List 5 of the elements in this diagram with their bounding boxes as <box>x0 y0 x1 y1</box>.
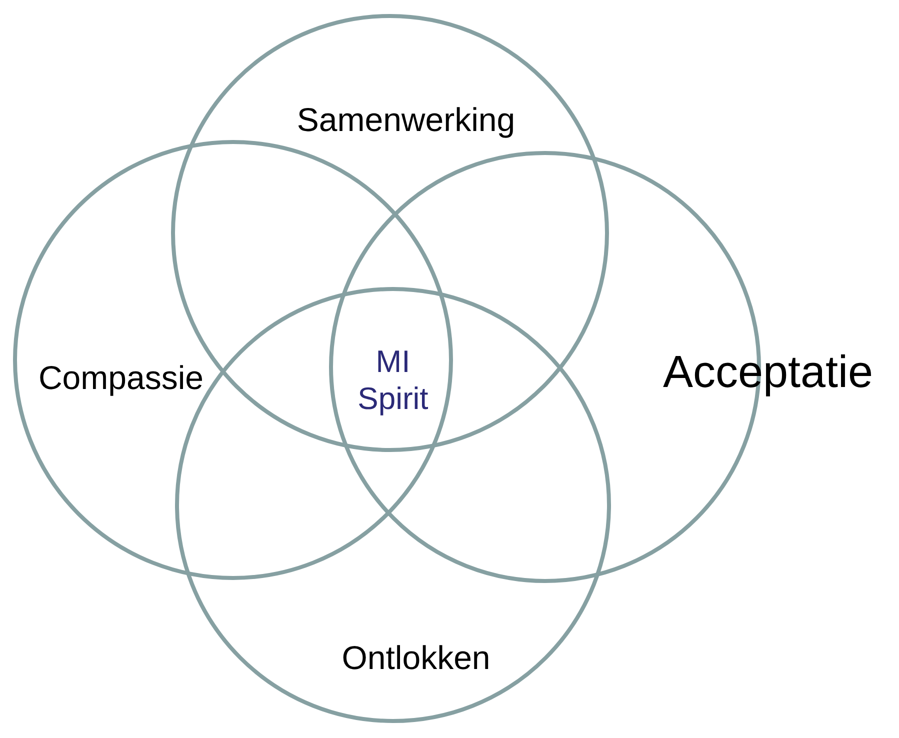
center-label: MI Spirit <box>356 342 430 418</box>
circle-label: Ontlokken <box>342 639 490 677</box>
circle-label: Acceptatie <box>662 346 874 398</box>
circle-label: Samenwerking <box>296 101 516 139</box>
circle-label: Compassie <box>38 359 204 397</box>
